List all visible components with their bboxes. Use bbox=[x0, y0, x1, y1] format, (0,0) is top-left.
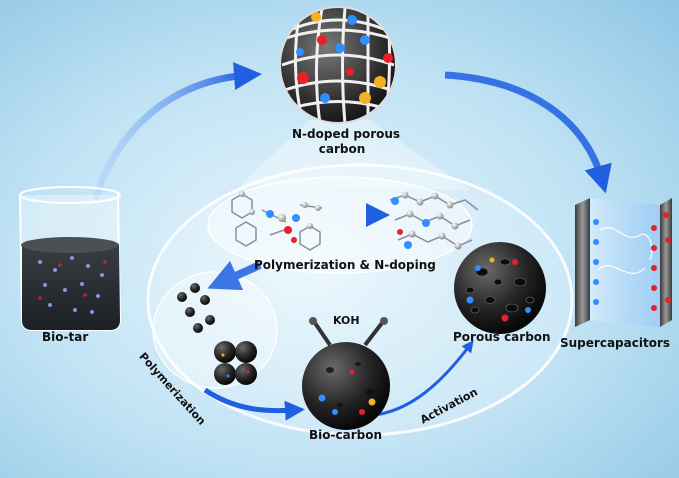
biotar-label: Bio-tar bbox=[42, 330, 89, 344]
polymer-particles bbox=[177, 283, 257, 385]
arrow-to-biocarbon bbox=[203, 387, 305, 421]
porous-carbon-sphere bbox=[454, 242, 546, 334]
biocarbon-label: Bio-carbon bbox=[309, 428, 382, 442]
ndoped-label-line2: carbon bbox=[318, 142, 366, 156]
koh-label: KOH bbox=[333, 314, 360, 327]
porous-carbon-label: Porous carbon bbox=[453, 330, 551, 344]
monomer-atoms bbox=[239, 191, 321, 243]
arrow-to-polymerization bbox=[207, 260, 262, 291]
polymer-atoms bbox=[391, 191, 462, 250]
arrow-ndoped-to-supercapacitors bbox=[444, 71, 612, 194]
polymerization-ndoping-label: Polymerization & N-doping bbox=[254, 258, 436, 272]
polymerization-region bbox=[207, 176, 473, 274]
supercapacitor-device bbox=[575, 198, 672, 327]
arrow-activation bbox=[374, 340, 474, 417]
ndoped-carbon-sphere bbox=[279, 6, 397, 124]
biotar-beaker bbox=[19, 186, 122, 331]
biocarbon-sphere bbox=[302, 317, 390, 430]
supercapacitors-label: Supercapacitors bbox=[560, 336, 670, 350]
arrow-biotar-to-ndoped bbox=[91, 62, 262, 202]
ndoped-label-line1: N-doped porous bbox=[292, 127, 401, 141]
